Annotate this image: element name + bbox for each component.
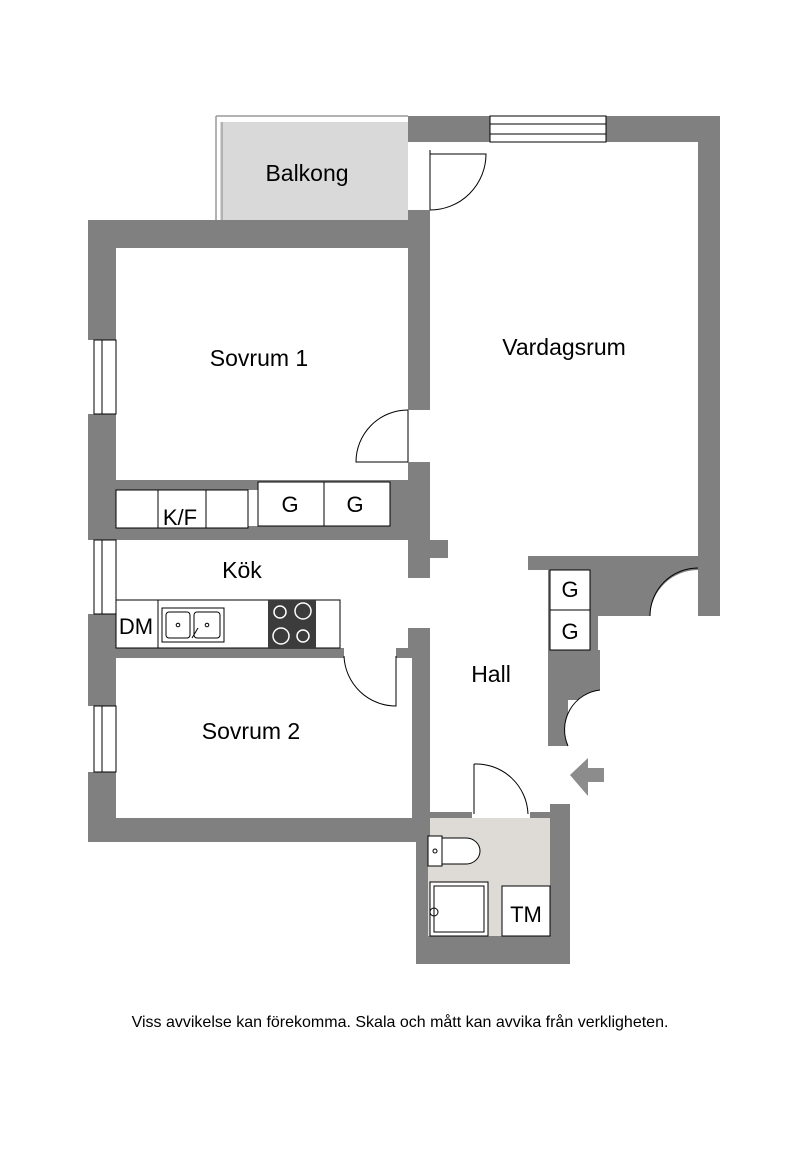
entrance-arrow-icon: [570, 758, 604, 796]
room-label-hall: Hall: [471, 661, 511, 687]
label-garderob-4: G: [561, 619, 578, 644]
door-balkong: [429, 150, 487, 211]
wall-curves: [564, 567, 699, 747]
door-badrum: [473, 763, 529, 815]
window-sovrum1: [93, 339, 117, 415]
windows: [93, 115, 607, 773]
wardrobes: [115, 481, 591, 651]
bathroom-fixtures: [427, 835, 551, 937]
room-label-kok: Kök: [222, 557, 262, 583]
sink: [161, 607, 225, 643]
kitchen-counter: [115, 599, 341, 649]
balcony: [215, 115, 408, 220]
window-sovrum2: [93, 705, 117, 773]
room-label-vardagsrum: Vardagsrum: [502, 334, 626, 360]
walls: [88, 116, 720, 964]
door-sovrum1: [355, 409, 409, 463]
doors: [343, 150, 529, 815]
label-garderob-2: G: [346, 492, 363, 517]
washing-machine: [501, 885, 551, 937]
room-label-sovrum2: Sovrum 2: [202, 718, 300, 744]
label-kyl-frys: K/F: [163, 505, 197, 530]
toilet: [427, 835, 481, 867]
window-kok: [93, 539, 117, 615]
room-label-sovrum1: Sovrum 1: [210, 345, 308, 371]
balcony-floor: [220, 122, 408, 220]
label-garderob-3: G: [561, 577, 578, 602]
room-label-balkong: Balkong: [265, 160, 348, 186]
stove: [268, 600, 316, 648]
shower: [429, 881, 489, 937]
window-vardagsrum: [489, 115, 607, 143]
label-diskmaskin: DM: [119, 614, 153, 639]
door-sovrum2: [343, 655, 397, 707]
label-garderob-1: G: [281, 492, 298, 517]
disclaimer-text: Viss avvikelse kan förekomma. Skala och …: [131, 1014, 669, 1031]
label-tvattmaskin: TM: [510, 902, 542, 927]
